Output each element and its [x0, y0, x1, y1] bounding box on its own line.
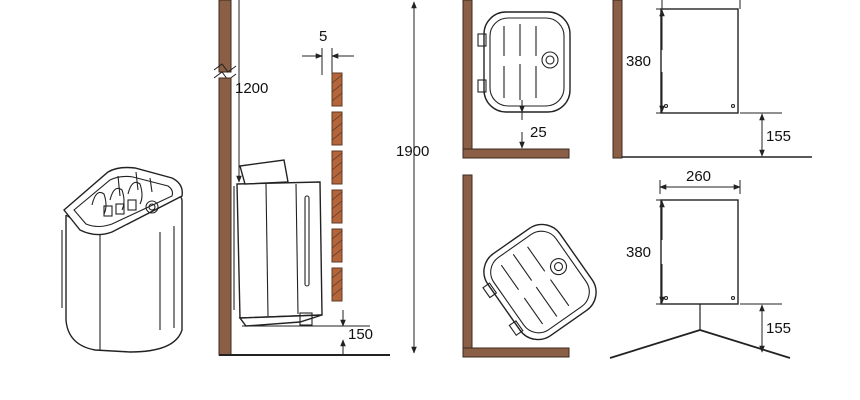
dim-label-total-height: 1900 — [396, 143, 429, 160]
stone-hatch — [331, 287, 343, 297]
front-elevation-flat-wall — [612, 0, 812, 159]
stone-hatch — [331, 269, 343, 279]
stone-hatch — [331, 74, 343, 84]
stone-hatch — [331, 209, 343, 219]
dim-label-wall-gap: 25 — [530, 124, 547, 141]
stone-block — [331, 111, 343, 146]
stone-hatch — [331, 83, 343, 93]
dim-label-bottom-corner: 155 — [766, 320, 791, 337]
top-plan-view-upper — [462, 0, 571, 159]
stone-hatch — [331, 278, 343, 288]
stone-block — [331, 189, 343, 224]
stone-hatch — [331, 248, 343, 258]
dim-label-height-corner: 380 — [626, 244, 651, 261]
stone-block — [331, 228, 343, 263]
stone-hatch — [331, 113, 343, 123]
stones-column — [331, 72, 343, 302]
stone-hatch — [331, 230, 343, 240]
dim-label-bottom-flat: 155 — [766, 128, 791, 145]
stone-hatch — [331, 200, 343, 210]
dim-label-side-gap: 5 — [319, 28, 327, 45]
front-elevation-corner — [609, 180, 791, 359]
wall-lower — [218, 77, 232, 356]
stone-hatch — [331, 122, 343, 132]
heater-perspective-view — [61, 166, 183, 353]
stone-block — [331, 150, 343, 185]
side-elevation-view — [213, 0, 417, 356]
stone-hatch — [331, 170, 343, 180]
stone-hatch — [331, 191, 343, 201]
stone-hatch — [331, 131, 343, 141]
stone-hatch — [331, 161, 343, 171]
wall-upper — [218, 0, 232, 73]
stone-hatch — [331, 239, 343, 249]
stone-block — [331, 72, 343, 107]
stone-hatch — [331, 92, 343, 102]
dim-label-top-clearance: 1200 — [235, 80, 268, 97]
stone-hatch — [331, 152, 343, 162]
dim-label-floor-clearance: 150 — [348, 326, 373, 343]
top-plan-view-lower — [462, 174, 597, 358]
stone-block — [331, 267, 343, 302]
dim-label-height-flat: 380 — [626, 53, 651, 70]
dim-label-width-corner: 260 — [686, 168, 711, 185]
